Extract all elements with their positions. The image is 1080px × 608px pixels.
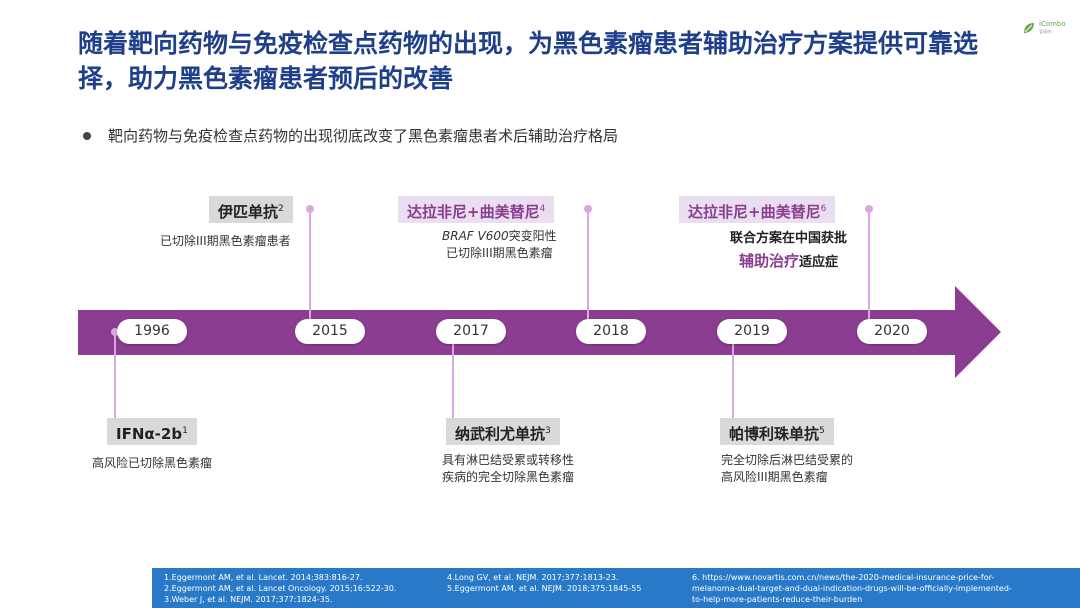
references-col-3: 6. https://www.novartis.com.cn/news/the-… <box>692 573 1012 604</box>
event-pembrolizumab: 帕博利珠单抗5 <box>720 418 834 445</box>
icombo-logo: iCombo 爱康博 <box>1022 20 1066 36</box>
bullet-dot-icon <box>83 131 91 140</box>
event-dabrafenib-trametinib-2018: 达拉非尼+曲美替尼4 <box>398 196 555 223</box>
references-col-1: 1.Eggermont AM, et al. Lancet. 2014;383:… <box>164 573 397 604</box>
year-1996: 1996 <box>117 319 187 344</box>
event-ipilimumab: 伊匹单抗2 <box>209 196 293 223</box>
year-2015: 2015 <box>295 319 365 344</box>
event-dabrafenib-trametinib-2020-desc: 联合方案在中国获批 辅助治疗适应症 <box>730 231 848 270</box>
year-2019: 2019 <box>717 319 787 344</box>
timeline-arrow <box>78 286 1001 378</box>
leaf-icon <box>1024 23 1034 33</box>
references-footer: 1.Eggermont AM, et al. Lancet. 2014;383:… <box>152 568 1080 608</box>
references-col-2: 4.Long GV, et al. NEJM. 2017;377:1813-23… <box>447 573 642 593</box>
event-pembrolizumab-desc: 完全切除后淋巴结受累的 高风险III期黑色素瘤 <box>721 453 854 484</box>
event-dabrafenib-trametinib-2018-desc: BRAF V600突变阳性 已切除III期黑色素瘤 <box>442 229 557 260</box>
event-ifn-alpha-2b: IFNα-2b1 <box>107 418 197 445</box>
event-ifn-alpha-2b-desc: 高风险已切除黑色素瘤 <box>92 456 213 470</box>
event-nivolumab: 纳武利尤单抗3 <box>446 418 560 445</box>
year-2017: 2017 <box>436 319 506 344</box>
event-nivolumab-desc: 具有淋巴结受累或转移性 疾病的完全切除黑色素瘤 <box>442 453 575 484</box>
event-dabrafenib-trametinib-2020: 达拉非尼+曲美替尼6 <box>679 196 836 223</box>
bullet-text: 靶向药物与免疫检查点药物的出现彻底改变了黑色素瘤患者术后辅助治疗格局 <box>108 127 619 145</box>
event-ipilimumab-desc: 已切除III期黑色素瘤患者 <box>160 234 291 248</box>
bullet-point: 靶向药物与免疫检查点药物的出现彻底改变了黑色素瘤患者术后辅助治疗格局 <box>83 125 618 146</box>
year-2020: 2020 <box>857 319 927 344</box>
page-title: 随着靶向药物与免疫检查点药物的出现，为黑色素瘤患者辅助治疗方案提供可靠选择，助力… <box>78 29 979 93</box>
year-2018: 2018 <box>576 319 646 344</box>
logo-text: iCombo 爱康博 <box>1039 20 1066 34</box>
